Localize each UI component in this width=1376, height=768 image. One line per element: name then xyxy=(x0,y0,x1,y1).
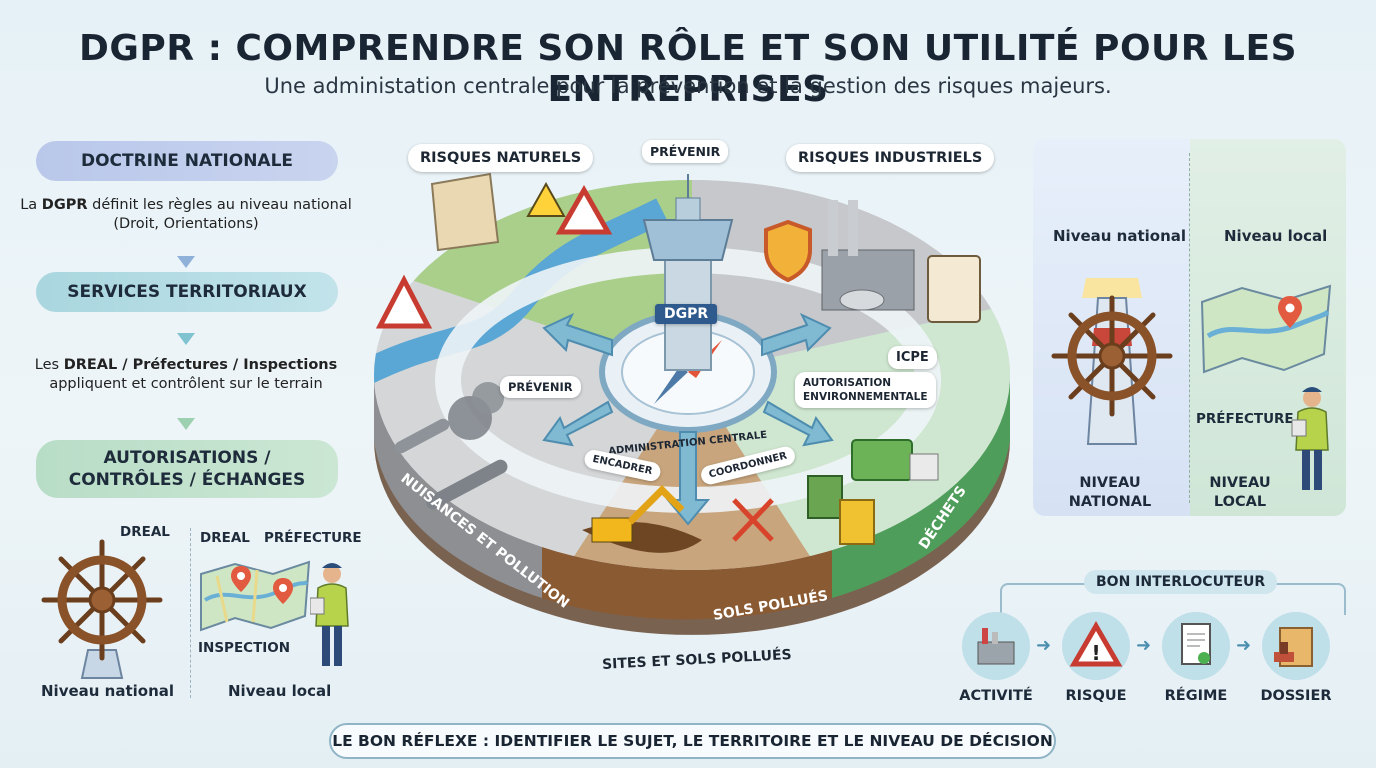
map-icon xyxy=(1200,284,1332,374)
national-level-label: Niveau national xyxy=(41,682,175,700)
inspector-icon xyxy=(1291,387,1329,490)
text-part: (Droit, Orientations) xyxy=(113,216,259,232)
dreal-label: DREAL xyxy=(120,524,170,540)
document-icon xyxy=(1162,612,1230,680)
down-arrow-icon xyxy=(177,320,195,346)
risk-disc-illustration: NUISANCES ET POLLUTION SOLS POLLUÉS DÉCH… xyxy=(374,172,1010,635)
text-bold: DGPR xyxy=(41,197,88,213)
down-arrow-icon xyxy=(177,405,195,431)
bon-interlocuteur-tag: BON INTERLOCUTEUR xyxy=(1084,570,1278,594)
prevenir-top-tag: PRÉVENIR xyxy=(642,140,729,163)
step-doctrine-text: La DGPR définit les règles au niveau nat… xyxy=(0,196,372,234)
helm-lighthouse-icon xyxy=(1051,278,1173,445)
step-label-line: AUTORISATIONS / xyxy=(103,448,271,468)
dgpr-badge: DGPR xyxy=(655,304,718,324)
step-label-line: CONTRÔLES / ÉCHANGES xyxy=(68,470,306,490)
divider xyxy=(190,528,191,698)
arrow-right-icon: ➜ xyxy=(1136,635,1152,656)
inspector-icon xyxy=(310,563,349,666)
footer-banner: LE BON RÉFLEXE : IDENTIFIER LE SUJET, LE… xyxy=(329,723,1056,759)
flow-step-label: RISQUE xyxy=(1065,688,1127,704)
national-top-label: Niveau national xyxy=(1053,227,1187,245)
local-bottom-label: NIVEAU LOCAL xyxy=(1200,474,1280,512)
page-subtitle: Une administation centrale pour la préve… xyxy=(264,74,1112,98)
page-title: DGPR : COMPRENDRE SON RÔLE ET SON UTILIT… xyxy=(79,28,1297,110)
stamp-icon xyxy=(1262,612,1330,680)
down-arrow-icon xyxy=(177,243,195,269)
autorisation-tag: AUTORISATION ENVIRONNEMENTALE xyxy=(795,372,936,408)
risques-industriels-tag: RISQUES INDUSTRIELS xyxy=(786,144,995,172)
map-icon xyxy=(200,560,311,632)
inspection-label: INSPECTION xyxy=(198,640,291,656)
text-part: La xyxy=(20,197,42,213)
national-bottom-label: NIVEAU NATIONAL xyxy=(1060,474,1160,512)
text-part: appliquent et contrôlent sur le terrain xyxy=(49,376,323,392)
step-autorisations: AUTORISATIONS / CONTRÔLES / ÉCHANGES xyxy=(36,440,338,498)
prefecture-label: PRÉFECTURE xyxy=(1196,411,1294,427)
svg-text:!: ! xyxy=(1091,641,1100,665)
step-services-territoriaux: SERVICES TERRITORIAUX xyxy=(36,272,338,312)
icpe-tag: ICPE xyxy=(888,346,937,369)
risques-naturels-tag: RISQUES NATURELS xyxy=(408,144,594,172)
warning-icon: ! xyxy=(1062,612,1130,680)
flow-step-label: ACTIVITÉ xyxy=(959,688,1033,704)
local-top-label: Niveau local xyxy=(1224,227,1328,245)
arrow-right-icon: ➜ xyxy=(1236,635,1252,656)
local-level-label: Niveau local xyxy=(228,682,332,700)
helm-lighthouse-icon xyxy=(41,539,163,679)
text-part: définit les règles au niveau national xyxy=(87,197,352,213)
label-line: LOCAL xyxy=(1213,494,1267,510)
text-bold: DREAL / Préfectures / Inspections xyxy=(63,357,338,373)
panel-divider xyxy=(1189,153,1190,503)
flow-step-label: RÉGIME xyxy=(1164,688,1228,704)
arrow-right-icon: ➜ xyxy=(1036,635,1052,656)
autorisation-line: ENVIRONNEMENTALE xyxy=(803,391,928,403)
step-services-text: Les DREAL / Préfectures / Inspections ap… xyxy=(0,356,372,394)
label-line: NATIONAL xyxy=(1068,494,1152,510)
label-line: NIVEAU xyxy=(1209,475,1271,491)
factory-icon xyxy=(962,612,1030,680)
label-line: NIVEAU xyxy=(1079,475,1141,491)
text-part: Les xyxy=(34,357,64,373)
prefecture-label: PRÉFECTURE xyxy=(264,530,362,546)
dreal-label: DREAL xyxy=(200,530,250,546)
prevenir-tag: PRÉVENIR xyxy=(500,376,581,398)
step-doctrine-nationale: DOCTRINE NATIONALE xyxy=(36,141,338,181)
flow-step-label: DOSSIER xyxy=(1260,688,1332,704)
autorisation-line: AUTORISATION xyxy=(803,377,892,389)
